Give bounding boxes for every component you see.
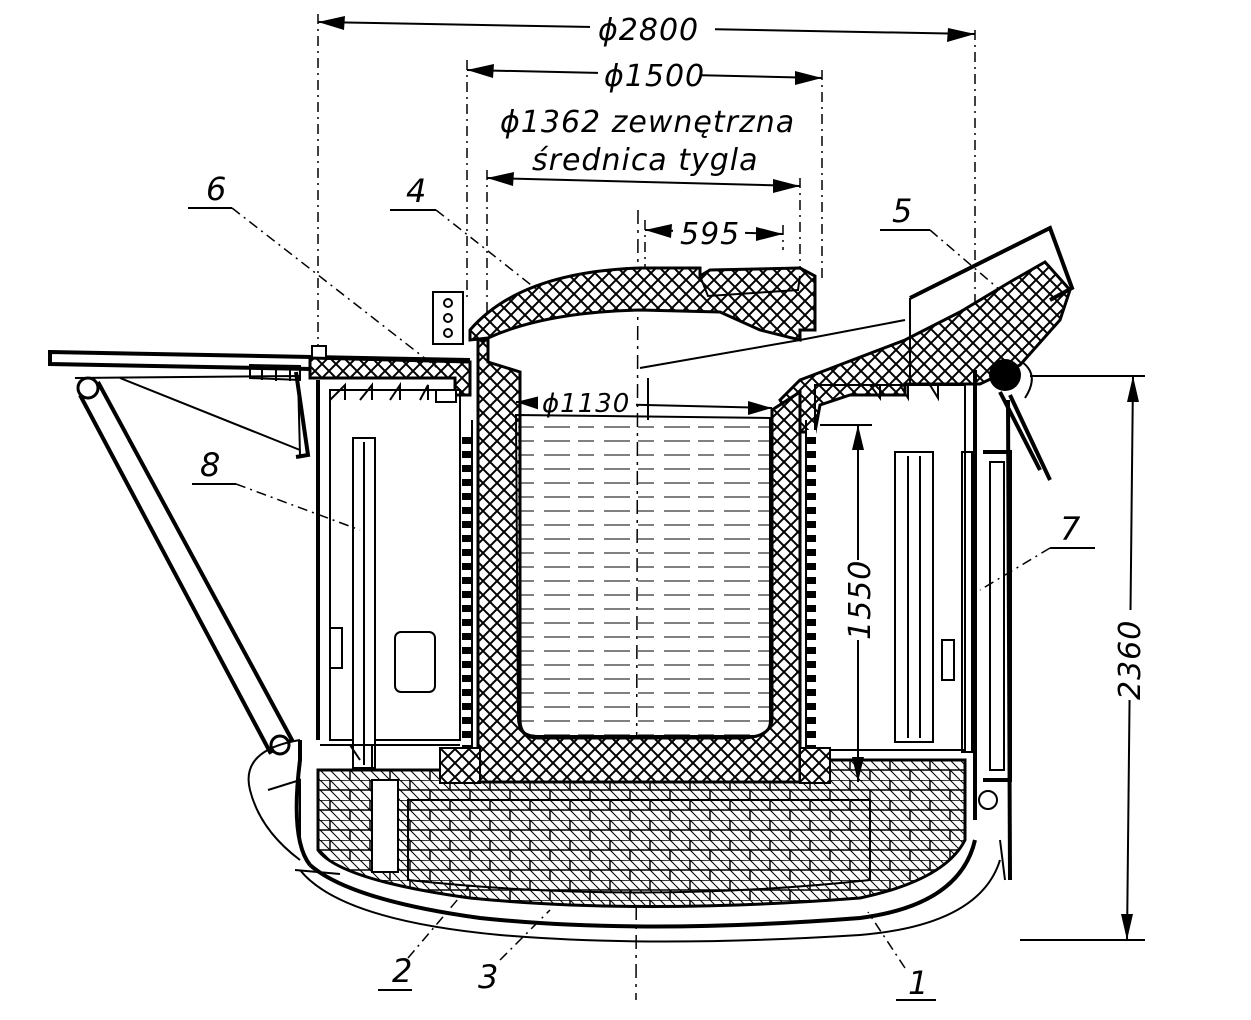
dim-crucible-outer: ϕ1362 zewnętrzna średnica tygla <box>486 105 801 193</box>
inductor-coil-left <box>462 430 472 748</box>
bottom-lining <box>316 747 967 908</box>
left-yoke <box>320 381 461 800</box>
callout-3: 3 <box>478 958 498 996</box>
callout-1: 1 <box>908 964 928 1002</box>
outer-casing <box>247 370 1001 943</box>
lid <box>432 266 817 345</box>
side-door <box>978 359 1052 881</box>
callout-8: 8 <box>200 446 220 484</box>
dim-inductor-label: ϕ1500 <box>604 59 705 94</box>
callout-7: 7 <box>1060 510 1081 548</box>
dim-inductor-diameter: ϕ1500 <box>466 56 823 94</box>
pouring-spout <box>639 225 1075 434</box>
dim-crucible-label-1: ϕ1362 zewnętrzna <box>500 105 795 140</box>
inductor-coil-right <box>806 430 816 748</box>
right-yoke <box>814 384 973 792</box>
callout-6: 6 <box>206 170 226 208</box>
dim-crucible-inner-label: ϕ1130 <box>542 389 630 419</box>
dim-crucible-inner: ϕ1130 <box>515 378 773 420</box>
dim-opening: 595 <box>644 212 784 252</box>
dim-total-height-label: 2360 <box>1113 620 1148 700</box>
callout-2: 2 <box>392 952 412 990</box>
crucible <box>476 338 802 784</box>
dim-bath-height: 1550 <box>820 424 878 782</box>
dim-crucible-label-2: średnica tygla <box>532 143 759 178</box>
dim-opening-label: 595 <box>680 217 740 252</box>
callout-5: 5 <box>892 192 912 230</box>
callouts: 6 4 5 8 7 2 3 1 <box>188 170 1095 1002</box>
dim-outer-diameter: ϕ2800 <box>317 8 976 48</box>
callout-4: 4 <box>406 172 426 210</box>
dim-outer-label: ϕ2800 <box>598 13 699 48</box>
dim-total-height: 2360 <box>1020 375 1148 941</box>
dim-bath-height-label: 1550 <box>843 560 878 640</box>
